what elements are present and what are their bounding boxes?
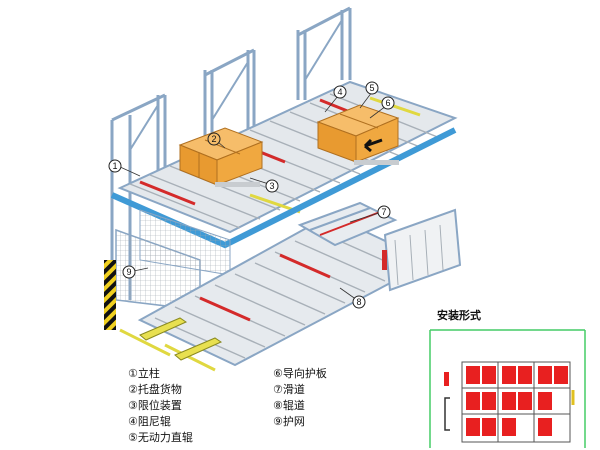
inset-panel <box>429 329 586 448</box>
callout-5-label: 5 <box>369 83 374 93</box>
legend-item-guide-plate: ⑥导向护板 <box>273 368 327 380</box>
legend-item-roller-track: ⑧辊道 <box>273 400 305 412</box>
callout-8-label: 8 <box>356 297 361 307</box>
slide-track <box>297 201 398 247</box>
legend-item-idle-roller: ⑤无动力直辊 <box>128 432 193 444</box>
legend-item-slide-track: ⑦滑道 <box>273 384 305 396</box>
inset-title: 安装形式 <box>437 310 481 322</box>
front-gate <box>382 208 462 292</box>
lower-guide-rails <box>119 328 216 372</box>
callout-8: 8 <box>352 295 366 309</box>
callout-5: 5 <box>365 81 379 95</box>
callout-2: 2 <box>207 132 221 146</box>
hazard-post <box>104 260 116 330</box>
legend-item-pallet-cargo: ②托盘货物 <box>128 384 182 396</box>
callout-3: 3 <box>265 179 279 193</box>
callout-7-label: 7 <box>381 207 386 217</box>
callout-1-label: 1 <box>112 161 117 171</box>
upright-frames <box>110 6 352 300</box>
callout-7: 7 <box>377 205 391 219</box>
legend-item-limiter: ③限位装置 <box>128 400 182 412</box>
callout-9: 9 <box>122 265 136 279</box>
inset-bracket <box>444 397 450 431</box>
inset-pallets <box>466 366 568 436</box>
pallet-cargo-2 <box>316 104 400 165</box>
callout-1: 1 <box>108 159 122 173</box>
legend-item-damper-roller: ④阻尼辊 <box>128 416 171 428</box>
frame-bracing <box>129 19 343 151</box>
pallet-cargo-1 <box>178 127 264 187</box>
legend-item-guard-mesh: ⑨护网 <box>273 416 305 428</box>
callout-6: 6 <box>381 96 395 110</box>
lower-damper-rollers <box>199 253 331 322</box>
legend-item-upright: ①立柱 <box>128 368 160 380</box>
callout-6-label: 6 <box>385 98 390 108</box>
callout-2-label: 2 <box>211 134 216 144</box>
callout-4-label: 4 <box>337 87 342 97</box>
callout-9-label: 9 <box>126 267 131 277</box>
feet <box>139 317 223 361</box>
callout-4: 4 <box>333 85 347 99</box>
callout-3-label: 3 <box>269 181 274 191</box>
legend: ①立柱 ②托盘货物 ③限位装置 ④阻尼辊 ⑤无动力直辊 ⑥导向护板 ⑦滑道 ⑧辊… <box>128 368 408 448</box>
inset-rack <box>461 361 571 443</box>
